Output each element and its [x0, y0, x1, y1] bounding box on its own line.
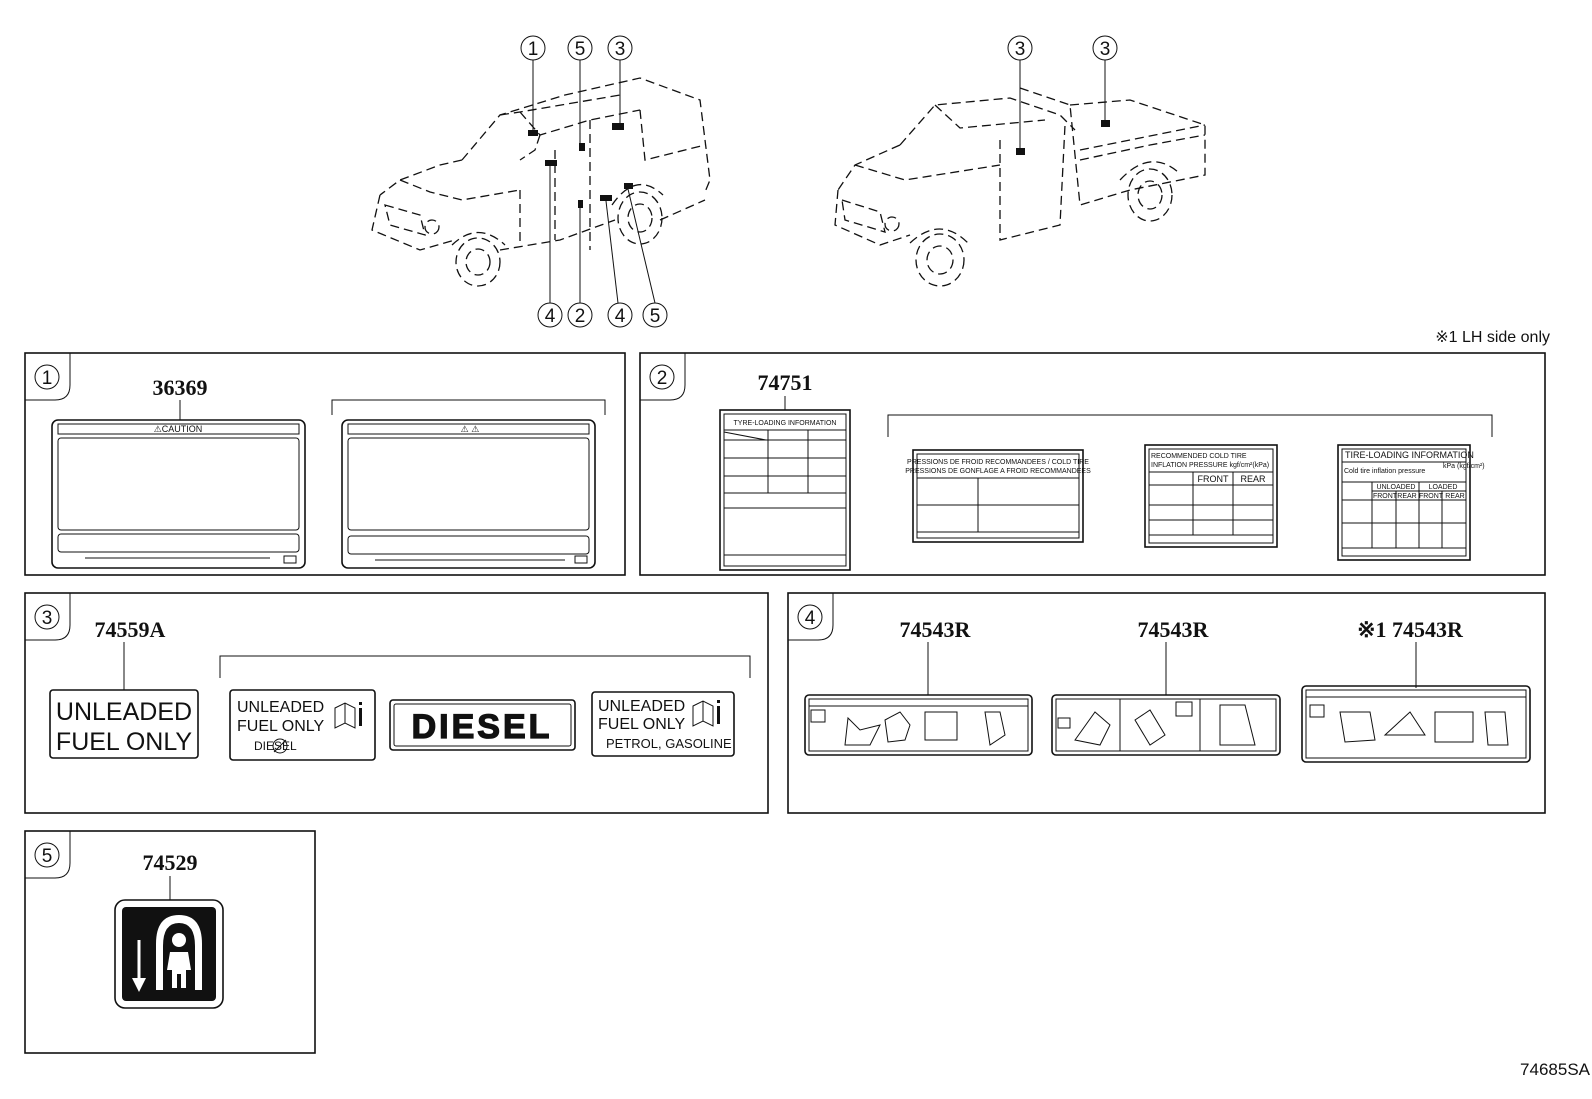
seat-label-c	[1301, 685, 1531, 763]
seat-label-a	[804, 694, 1033, 756]
svg-text:DIESEL: DIESEL	[412, 708, 553, 746]
panel-2: 2 74751 TYRE-LOADING INFORMATION PRESSIO…	[639, 352, 1546, 576]
down-arrow-icon	[132, 978, 146, 992]
part-number-74529: 74529	[143, 850, 198, 875]
svg-text:REAR: REAR	[1240, 474, 1266, 484]
svg-text:RECOMMENDED COLD TIRE: RECOMMENDED COLD TIRE	[1151, 453, 1247, 460]
panel-2-number: 2	[657, 368, 668, 389]
svg-text:UNLEADED: UNLEADED	[237, 699, 324, 716]
unleaded-petrol-label: UNLEADED FUEL ONLY PETROL, GASOLINE	[591, 691, 735, 757]
part-number-74751: 74751	[758, 370, 813, 395]
panel-5: 5 74529	[24, 830, 316, 1054]
part-number-74543r-c: ※1 74543R	[1357, 617, 1464, 642]
svg-text:FUEL ONLY: FUEL ONLY	[598, 716, 685, 733]
svg-text:REAR: REAR	[1445, 493, 1464, 500]
diesel-label: DIESEL	[389, 699, 576, 751]
tyre-loading-label: TYRE-LOADING INFORMATION	[719, 409, 851, 571]
svg-text:LOADED: LOADED	[1429, 484, 1458, 491]
svg-text:PRESSIONS DE GONFLAGE A FROID: PRESSIONS DE GONFLAGE A FROID RECOMMANDE…	[905, 468, 1091, 475]
panel-1: 1 36369 ⚠CAUTION ⚠ ⚠	[24, 352, 626, 576]
diagram-code: 74685SA	[1520, 1060, 1591, 1079]
manual-icon-2	[692, 700, 720, 727]
callout-3-pickup-b: 3	[1100, 39, 1111, 60]
callout-3: 3	[615, 39, 626, 60]
svg-text:TYRE-LOADING INFORMATION: TYRE-LOADING INFORMATION	[734, 420, 837, 427]
callout-1: 1	[528, 39, 539, 60]
part-number-74543r-a: 74543R	[900, 617, 972, 642]
svg-text:kPa (kgf/cm²): kPa (kgf/cm²)	[1443, 463, 1485, 470]
svg-text:TIRE-LOADING INFORMATION: TIRE-LOADING INFORMATION	[1345, 450, 1474, 460]
svg-text:Cold tire inflation pressure: Cold tire inflation pressure	[1344, 468, 1425, 475]
callout-4: 4	[545, 306, 556, 327]
panel-5-number: 5	[42, 846, 53, 867]
svg-text:UNLOADED: UNLOADED	[1377, 484, 1416, 491]
callout-3-pickup-a: 3	[1015, 39, 1026, 60]
unleaded-fuel-diesel-label: UNLEADED FUEL ONLY DIESEL	[229, 689, 376, 761]
panel-3: 3 74559A UNLEADED FUEL ONLY UNLEADED FUE…	[24, 592, 769, 814]
panel-1-number: 1	[42, 368, 53, 389]
wagon-callouts-bottom: 4 2 4 5	[537, 302, 668, 328]
seat-label-b	[1051, 694, 1281, 756]
svg-text:UNLEADED: UNLEADED	[56, 698, 192, 726]
part-number-36369: 36369	[153, 375, 208, 400]
svg-text:FUEL ONLY: FUEL ONLY	[56, 728, 192, 756]
svg-text:REAR: REAR	[1397, 493, 1416, 500]
callout-5b: 5	[650, 306, 661, 327]
part-number-74543r-b: 74543R	[1138, 617, 1210, 642]
callout-2: 2	[575, 306, 586, 327]
panel-3-number: 3	[42, 608, 53, 629]
svg-text:FRONT: FRONT	[1419, 493, 1444, 500]
svg-text:INFLATION PRESSURE kgf/cm²(kPa: INFLATION PRESSURE kgf/cm²(kPa)	[1151, 462, 1269, 469]
svg-text:FRONT: FRONT	[1198, 474, 1229, 484]
wagon-callouts-top: 1 5 3	[520, 35, 633, 61]
panel-4-number: 4	[805, 608, 816, 629]
svg-text:PETROL, GASOLINE: PETROL, GASOLINE	[606, 736, 732, 751]
child-lock-label	[114, 899, 224, 1009]
cold-tire-label: RECOMMENDED COLD TIRE INFLATION PRESSURE…	[1144, 444, 1278, 548]
caution-label-b: ⚠ ⚠	[341, 419, 596, 569]
pickup-illustration	[834, 60, 1206, 287]
callout-5: 5	[575, 39, 586, 60]
panel-4: 4 74543R 74543R ※1 74543R	[787, 592, 1546, 814]
cold-tire-label-fr: PRESSIONS DE FROID RECOMMANDEES / COLD T…	[905, 449, 1091, 543]
caution-header: ⚠CAUTION	[154, 424, 203, 434]
svg-text:FUEL ONLY: FUEL ONLY	[237, 718, 324, 735]
callout-4b: 4	[615, 306, 626, 327]
svg-text:FRONT: FRONT	[1373, 493, 1398, 500]
manual-icon	[334, 702, 362, 729]
tire-loading-label-us: TIRE-LOADING INFORMATION Cold tire infla…	[1337, 444, 1485, 561]
part-number-74559a: 74559A	[95, 617, 166, 642]
child-icon	[172, 933, 186, 947]
unleaded-fuel-label: UNLEADED FUEL ONLY	[49, 689, 199, 759]
svg-text:PRESSIONS DE FROID RECOMMANDEE: PRESSIONS DE FROID RECOMMANDEES / COLD T…	[907, 459, 1089, 466]
svg-text:UNLEADED: UNLEADED	[598, 698, 685, 715]
wagon-illustration	[371, 60, 711, 304]
caution-label-a: ⚠CAUTION	[51, 419, 306, 569]
caution-header-b: ⚠ ⚠	[461, 424, 480, 434]
footnote: ※1 LH side only	[1435, 329, 1550, 346]
pickup-callouts: 3 3	[1007, 35, 1118, 61]
